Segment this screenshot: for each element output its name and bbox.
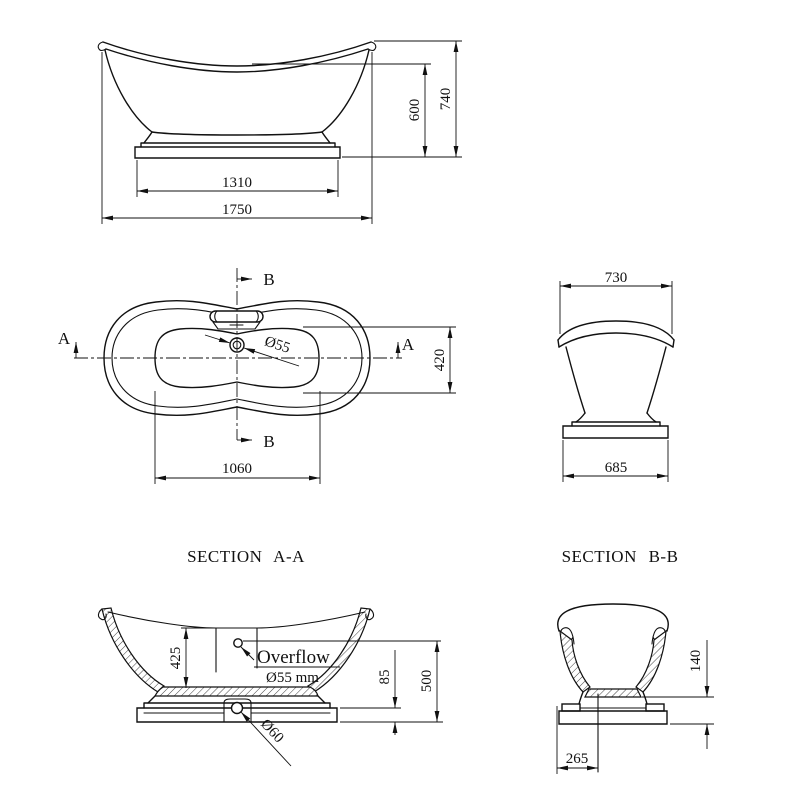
ext-lines-1750 <box>101 52 373 224</box>
dim-base-width: 1310 <box>222 175 252 191</box>
plinth-base <box>134 146 341 159</box>
section-a-label-left: A <box>58 329 71 348</box>
overflow-hole <box>233 638 243 648</box>
faucet-deck <box>209 310 264 323</box>
section-aa-floor <box>154 686 319 697</box>
faucet-deck-skirt <box>212 321 261 330</box>
section-bb-foot-flare <box>578 691 648 705</box>
faucet-deck-end-arcs <box>214 310 259 323</box>
dim-side-base-width: 685 <box>605 460 628 476</box>
section-bb-cap <box>557 603 669 632</box>
side-rim-ends <box>557 339 675 348</box>
side-body-sides <box>565 346 667 414</box>
section-b-label-top: B <box>263 270 274 289</box>
ext-lines-420 <box>303 326 456 394</box>
side-rim-bottom-curve <box>558 332 674 348</box>
section-bb-title: SECTION B-B <box>562 547 679 566</box>
section-aa-view: SECTION A-A Overflow Ø55 mm 425 500 <box>97 547 443 767</box>
tub-rim-outer-curve <box>102 41 372 67</box>
front-elevation-view: 1310 1750 600 740 <box>97 40 462 224</box>
tub-rim-inner-curve <box>105 48 369 73</box>
section-a-label-right: A <box>402 335 415 354</box>
section-bb-step-right <box>645 703 665 712</box>
ext-lines-1060 <box>154 391 321 484</box>
ext-lines-heights <box>252 40 462 158</box>
section-aa-rim-curls <box>97 608 375 621</box>
section-aa-drain-hole <box>230 701 244 715</box>
section-bb-right-wall <box>635 629 667 693</box>
section-aa-left-wall <box>101 607 165 693</box>
overflow-leader <box>240 646 255 661</box>
side-plinth-base <box>562 425 669 439</box>
dim-rim-low-height: 600 <box>407 99 423 122</box>
section-aa-title: SECTION A-A <box>187 547 305 566</box>
overflow-label: Overflow <box>257 647 330 668</box>
dim-inner-depth: 425 <box>168 647 184 670</box>
overflow-diameter-note: Ø55 mm <box>266 670 319 686</box>
dim-plinth-height: 85 <box>377 670 393 685</box>
section-aa-drain-boss <box>223 698 252 723</box>
tub-rim-left-curl <box>97 41 107 52</box>
section-aa-plinth-base <box>136 707 338 723</box>
plan-basin-outline <box>154 327 320 389</box>
tub-left-side <box>104 49 153 133</box>
section-bb-floor <box>584 688 642 698</box>
tub-rim-right-curl <box>367 41 377 52</box>
section-b-label-bottom: B <box>263 432 274 451</box>
dim-top-width: 730 <box>605 270 628 286</box>
plan-outer-outline <box>103 300 371 416</box>
section-aa-far-rim <box>107 611 366 629</box>
drain-dia-leader-lower <box>243 347 300 367</box>
ext-lines-730 <box>559 281 673 334</box>
tub-right-side <box>321 49 370 133</box>
section-bb-step-left <box>561 703 581 712</box>
dim-overall-length: 1750 <box>222 202 252 218</box>
dim-overflow-height: 500 <box>419 670 435 693</box>
side-foot-flare <box>575 412 657 423</box>
section-bb-base <box>558 710 668 725</box>
dim-drain-diameter-aa: Ø60 <box>257 716 286 746</box>
drain-dia-leader-upper <box>204 334 231 344</box>
dim-drain-diameter: Ø55 <box>262 334 292 357</box>
drain-dia-leader-aa <box>240 711 292 767</box>
section-bb-left-wall <box>559 629 591 693</box>
side-rim-top-curve <box>557 320 675 341</box>
dim-overall-height: 740 <box>438 88 454 111</box>
section-bb-view: SECTION B-B 140 265 <box>556 547 714 774</box>
side-view: 730 685 <box>557 270 675 482</box>
plan-view: A A B B Ø55 420 1060 <box>58 268 456 484</box>
section-aa-foot-flare <box>147 695 326 704</box>
dim-floor-height: 140 <box>688 650 704 673</box>
section-aa-interior-contours <box>215 627 258 673</box>
tub-foot-flare <box>143 131 331 144</box>
dim-inner-length: 1060 <box>222 461 252 477</box>
dim-inner-width: 420 <box>432 349 448 372</box>
dim-center-offset: 265 <box>566 751 589 767</box>
tub-bottom-edge <box>151 131 323 136</box>
